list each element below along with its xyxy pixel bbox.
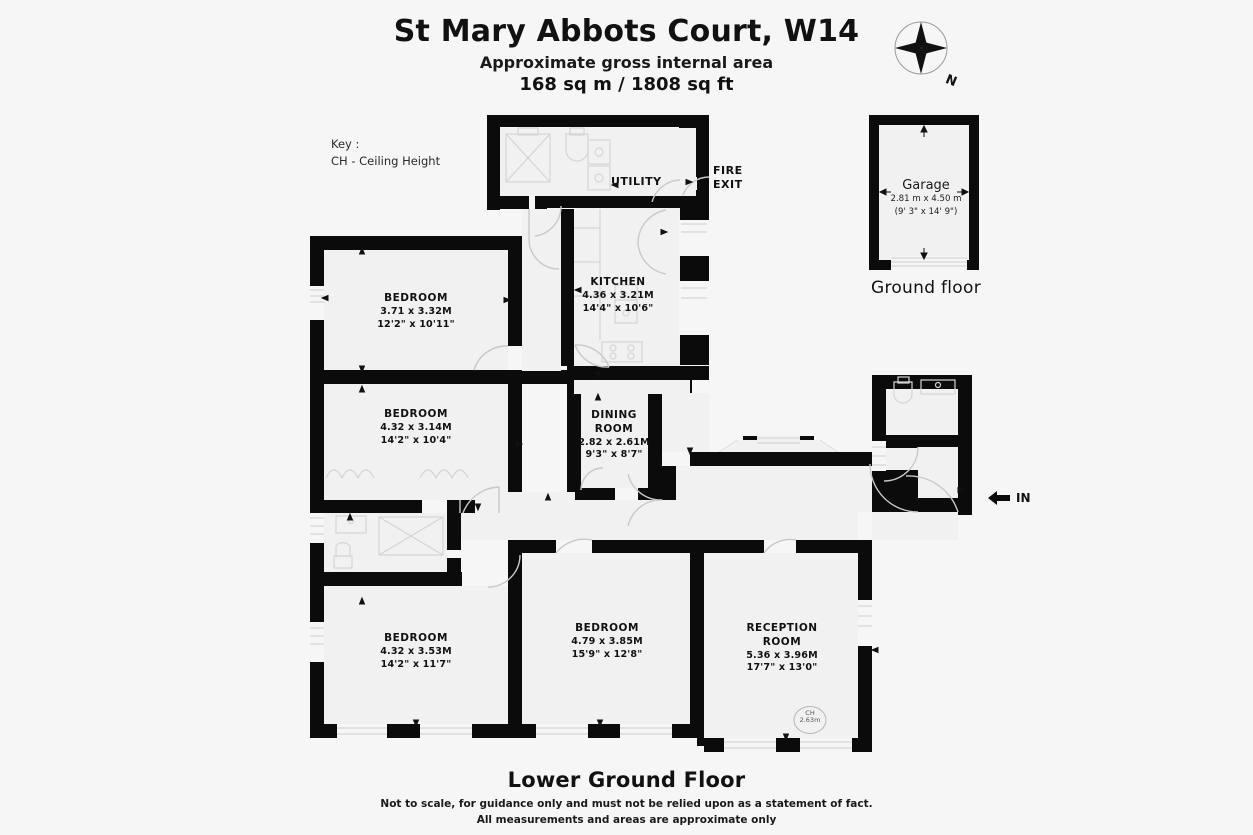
walls [310,115,972,752]
garage-plan [869,115,979,270]
plan-header: St Mary Abbots Court, W14 Approximate gr… [0,14,1253,95]
fire-exit-label: FIRE EXIT [713,164,743,191]
plan-footer: Lower Ground Floor Not to scale, for gui… [0,768,1253,826]
door-swings [459,176,959,588]
windows [310,220,886,752]
ground-floor-caption: Ground floor [870,278,982,298]
room-label-bedroom-3: BEDROOM 4.32 x 3.53M 14'2" x 11'7" [380,632,452,670]
lower-ground-floor-caption: Lower Ground Floor [507,768,746,792]
room-fills [324,128,958,738]
room-label-utility: UTILITY [611,175,662,188]
dimension-arrows [320,178,966,742]
entrance-marker: IN [988,490,1031,506]
key-heading: Key : [331,137,360,151]
ch-badge-value: 2.63m [799,715,821,724]
key-legend: Key : CH - Ceiling Height [331,136,440,169]
room-label-reception-room: RECEPTION ROOM 5.36 x 3.96M 17'7" x 13'0… [746,622,818,674]
compass-rose-icon: N [884,14,968,94]
disclaimer-line-2: All measurements and areas are approxima… [476,814,777,826]
ch-badge-label: CH [805,709,815,717]
garage-label: Garage 2.81 m x 4.50 m (9' 3" x 14' 9") [890,178,962,217]
page-title: St Mary Abbots Court, W14 [393,14,860,49]
room-label-bedroom-1: BEDROOM 3.71 x 3.32M 12'2" x 10'11" [377,292,455,330]
room-label-kitchen: KITCHEN 4.36 x 3.21M 14'4" x 10'6" [582,276,654,314]
room-label-bedroom-2: BEDROOM 4.32 x 3.14M 14'2" x 10'4" [380,408,452,446]
lower-ground-floor-plan [310,115,972,752]
area-value: 168 sq m / 1808 sq ft [519,74,734,95]
entrance-label: IN [1016,491,1031,505]
ceiling-height-badge: CH 2.63m [792,705,828,735]
area-subtitle: Approximate gross internal area [479,53,774,72]
arrow-left-icon [988,491,1010,505]
room-label-bedroom-4: BEDROOM 4.79 x 3.85M 15'9" x 12'8" [571,622,643,660]
key-entry-ceiling-height: CH - Ceiling Height [331,153,441,168]
room-label-dining-room: DINING ROOM 2.82 x 2.61M 9'3" x 8'7" [578,409,650,461]
compass-north-label: N [943,72,959,90]
disclaimer-line-1: Not to scale, for guidance only and must… [380,798,873,810]
fixtures [325,127,956,569]
